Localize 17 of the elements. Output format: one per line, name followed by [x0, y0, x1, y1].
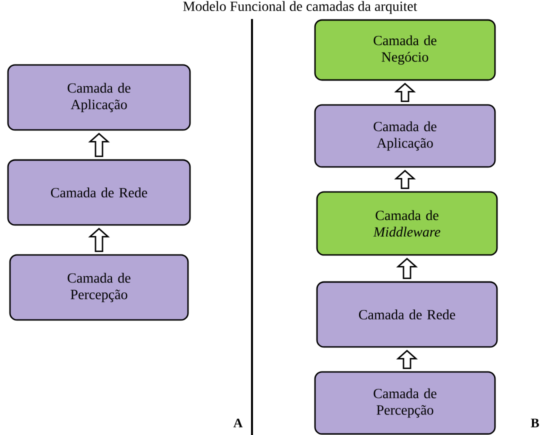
layer-box: Camada de Negócio — [314, 19, 496, 81]
panel-letter: A — [233, 418, 243, 428]
layer-box: Camada de Rede — [316, 281, 498, 348]
panel-letter: B — [530, 418, 539, 428]
layer-box: Camada de Aplicação — [7, 64, 191, 131]
layer-box: Camada de Rede — [7, 159, 191, 226]
layer-box: Camada de Middleware — [316, 191, 498, 256]
block-arrow — [396, 258, 418, 279]
layer-box: Camada de Percepção — [314, 371, 496, 435]
block-arrow — [88, 228, 110, 252]
block-arrow — [396, 350, 418, 369]
layer-box: Camada de Percepção — [9, 254, 189, 321]
block-arrow — [88, 132, 110, 157]
block-arrow — [394, 170, 416, 189]
block-arrow — [394, 82, 416, 102]
layer-box: Camada de Aplicação — [314, 104, 496, 168]
title: Modelo Funcional de camadas da arquitet — [183, 1, 418, 14]
